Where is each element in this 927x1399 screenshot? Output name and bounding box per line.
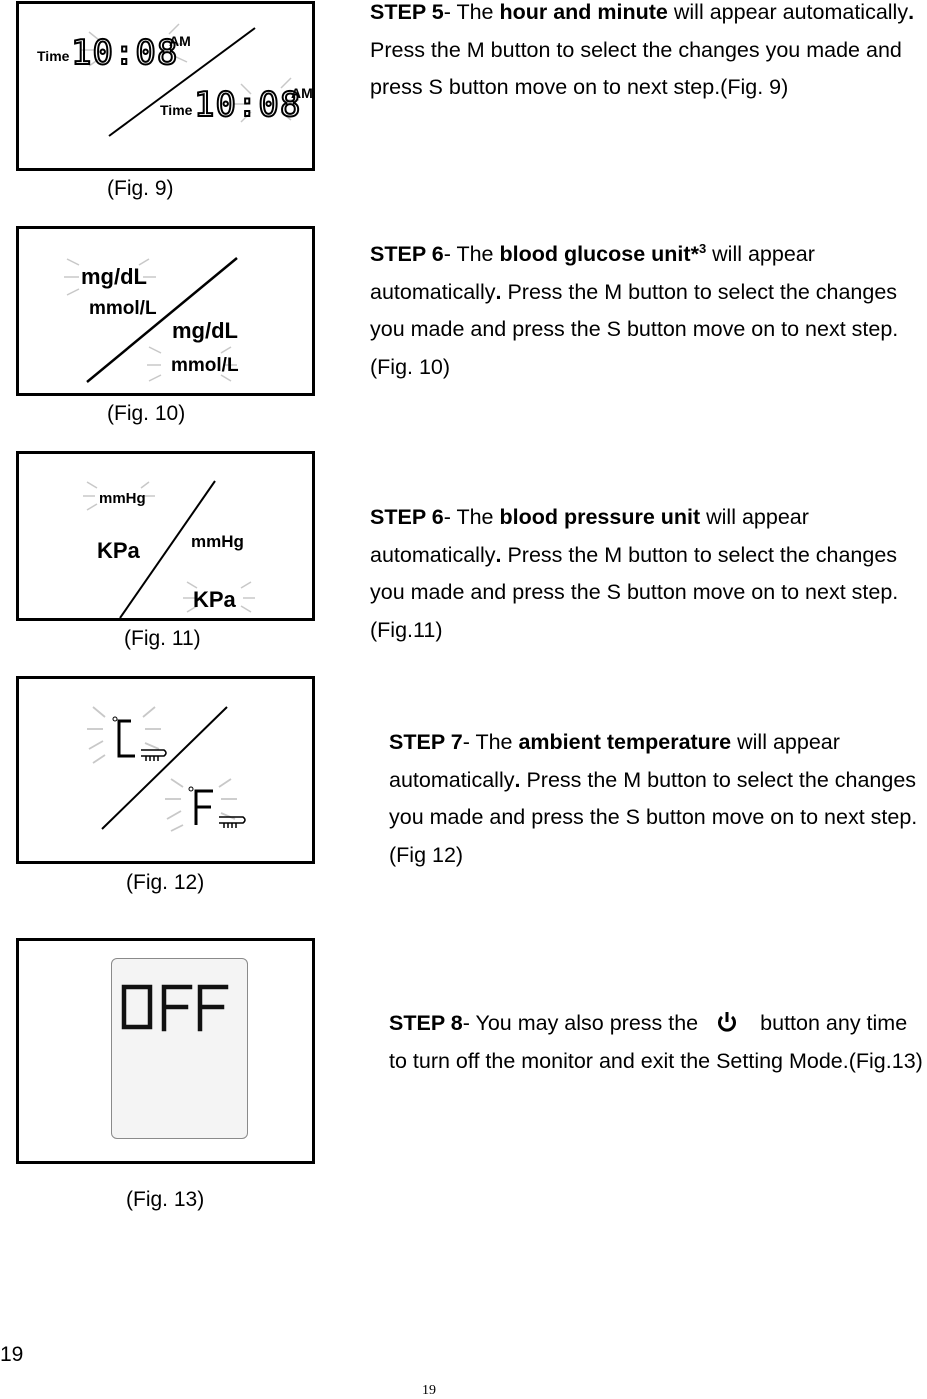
unit-mmhg-top: mmHg — [99, 490, 146, 507]
step-7-text: STEP 7- The ambient temperature will app… — [389, 730, 918, 867]
svg-text:mmHg: mmHg — [191, 532, 244, 551]
unit-mgdl-top: mg/dL — [81, 264, 147, 289]
figure-9-caption: (Fig. 9) — [107, 177, 174, 200]
lcd-screen — [111, 958, 248, 1139]
time-label-bottom: Time — [160, 102, 193, 118]
lcd-temperature-illustration — [87, 706, 246, 832]
celsius-segment — [117, 719, 135, 758]
fahrenheit-segment — [194, 789, 213, 825]
figure-13-caption: (Fig. 13) — [126, 1188, 205, 1211]
svg-text:10:08: 10:08 — [194, 85, 301, 125]
lcd-pressure-illustration: mmHg KPa mmHg KPa — [83, 480, 255, 618]
page-number-bottom: 19 — [422, 1383, 436, 1398]
figure-13-off-display — [16, 938, 315, 1164]
step-6-pressure-text: STEP 6- The blood pressure unit will app… — [370, 505, 899, 642]
off-segment-text — [121, 984, 229, 1032]
svg-text:KPa: KPa — [193, 587, 237, 612]
figure-9-time-setting: Time 10:08 AM Time 10:08 AM — [16, 1, 315, 171]
lcd-glucose-illustration: mg/dL mmol/L mg/dL mmol/L — [64, 257, 239, 383]
step-5-text: STEP 5- The hour and minute will appear … — [370, 0, 915, 99]
page-number-top: 19 — [0, 1343, 24, 1366]
step-6-glucose-text: STEP 6- The blood glucose unit*3 will ap… — [370, 240, 899, 379]
power-icon — [716, 1008, 738, 1032]
figure-12-caption: (Fig. 12) — [126, 871, 205, 894]
time-label-top: Time — [37, 48, 70, 64]
lcd-time-illustration: Time 10:08 AM Time 10:08 AM — [37, 23, 312, 137]
svg-text:mg/dL: mg/dL — [172, 318, 238, 343]
thermometer-icon-top — [141, 749, 167, 761]
unit-kpa-top: KPa — [97, 538, 141, 563]
unit-mmoll-top: mmol/L — [89, 298, 157, 319]
thermometer-icon-bottom — [219, 816, 246, 828]
figure-10-glucose-unit: mg/dL mmol/L mg/dL mmol/L — [16, 226, 315, 396]
figure-11-pressure-unit: mmHg KPa mmHg KPa — [16, 451, 315, 621]
figure-12-temperature-unit — [16, 676, 315, 864]
svg-text:mmol/L: mmol/L — [171, 355, 239, 376]
svg-text:10:08: 10:08 — [71, 33, 178, 73]
svg-text:AM: AM — [169, 33, 191, 49]
figure-11-caption: (Fig. 11) — [124, 627, 201, 650]
figure-10-caption: (Fig. 10) — [107, 402, 186, 425]
svg-text:AM: AM — [291, 85, 312, 101]
